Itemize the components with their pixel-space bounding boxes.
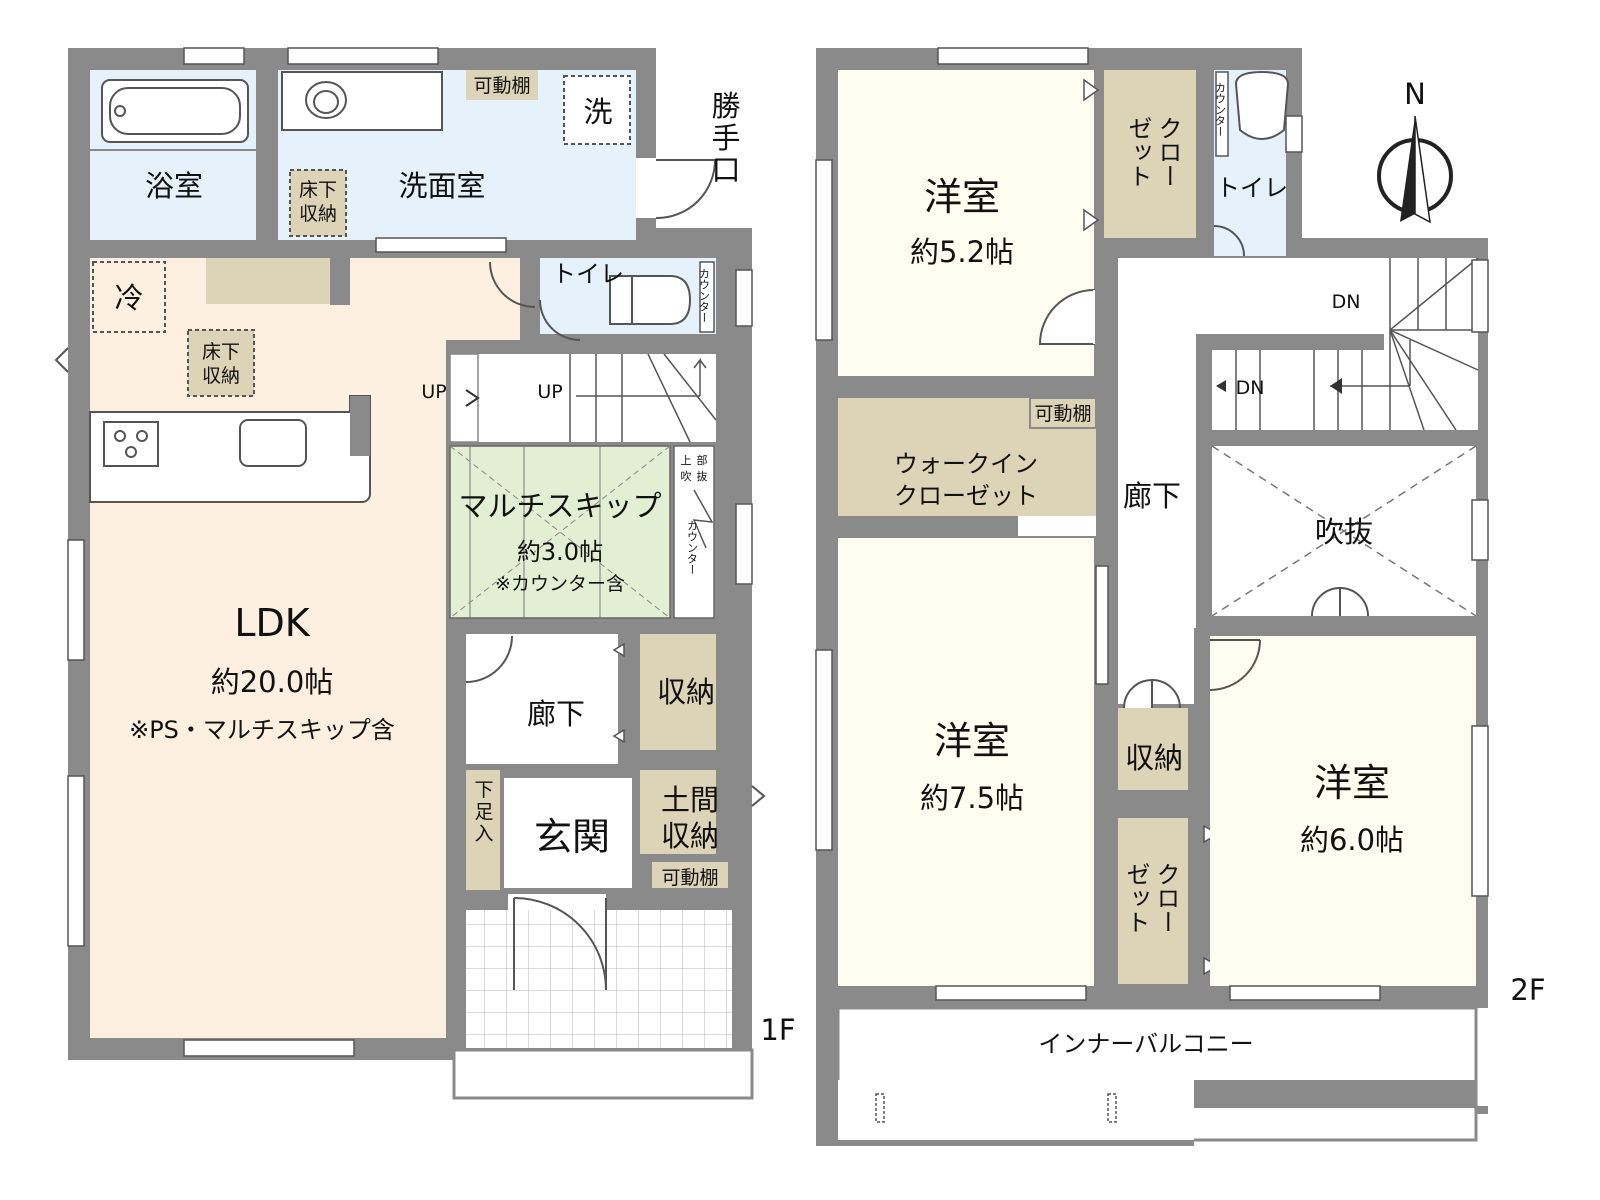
counter-small-1f-label: カウンター xyxy=(698,268,711,323)
stair-2f[interactable] xyxy=(1212,257,1479,431)
toilet-2f-icon xyxy=(1234,70,1290,140)
floor-1-label: 1F xyxy=(760,1013,795,1047)
back-door[interactable] xyxy=(655,159,717,220)
movable-shelf-top-label: 可動棚 xyxy=(473,75,530,97)
ldk-label: LDK xyxy=(234,601,310,645)
counter-vertical-label: カウンター xyxy=(686,520,699,575)
pantry-shelf xyxy=(206,258,330,304)
room2-size-label: 約7.5帖 xyxy=(920,781,1024,815)
storage-2f[interactable] xyxy=(1118,708,1188,790)
windows-2f xyxy=(815,47,1489,1001)
multi-skip-label: マルチスキップ xyxy=(458,489,661,523)
shoe-label-3: 入 xyxy=(474,823,493,845)
underfloor-2-label-b: 収納 xyxy=(202,365,240,387)
movable-shelf-bottom[interactable] xyxy=(652,862,728,888)
western-room-3[interactable] xyxy=(1210,636,1476,986)
ldk-size-label: 約20.0帖 xyxy=(211,665,334,699)
hall-1f[interactable] xyxy=(466,634,618,764)
shoe-label-1: 下 xyxy=(474,779,493,801)
fridge-label: 冷 xyxy=(114,281,143,315)
storage-2f-label: 収納 xyxy=(1125,741,1183,775)
storage-1f-label: 収納 xyxy=(657,675,715,709)
movable-shelf-top[interactable] xyxy=(466,70,538,100)
closet-2[interactable] xyxy=(1118,818,1188,984)
floor-1 xyxy=(54,47,766,1100)
fridge-space xyxy=(92,261,166,333)
closet1-label-a: クロー xyxy=(1154,116,1182,188)
underfloor-2-label-a: 床下 xyxy=(202,341,240,363)
stair-1f[interactable] xyxy=(450,354,716,442)
earth-floor-storage[interactable] xyxy=(640,770,716,854)
void-above-3: 吹 xyxy=(681,470,692,483)
floor-2-label: 2F xyxy=(1510,973,1545,1007)
washer-label: 洗 xyxy=(583,95,612,129)
shoe-storage[interactable] xyxy=(466,770,500,890)
western-room-2[interactable] xyxy=(838,538,1094,986)
earth-storage-label-2: 収納 xyxy=(661,819,719,853)
back-door-label-1: 勝 xyxy=(711,89,740,123)
back-door-label-3: 口 xyxy=(711,153,740,187)
kitchen-sink-icon xyxy=(239,419,307,467)
multi-skip-size-label: 約3.0帖 xyxy=(517,538,603,566)
void-above-1: 上 xyxy=(681,454,692,467)
entrance-tile-floor xyxy=(466,910,732,1048)
compass-icon xyxy=(1377,115,1453,224)
bath-label: 浴室 xyxy=(145,169,203,203)
dn-top-label: DN xyxy=(1332,291,1361,313)
compass-label: N xyxy=(1404,77,1426,111)
bathtub-icon xyxy=(101,79,249,143)
labels: 浴室 洗面室 可動棚 洗 勝 手 口 床下 収納 冷 床下 収納 トイレ カウン… xyxy=(114,75,1545,1058)
wic-label-a: ウォークイン xyxy=(894,450,1038,478)
closet-1[interactable] xyxy=(1104,70,1196,238)
washer-space xyxy=(563,75,631,145)
up-stair-label: UP xyxy=(537,381,562,403)
upper-void-counter xyxy=(673,445,715,619)
toilet-2f-label: トイレ xyxy=(1216,174,1288,202)
back-door-label-2: 手 xyxy=(711,121,740,155)
floor-2 xyxy=(815,47,1489,1146)
closet2-label-b: ゼット xyxy=(1122,862,1150,934)
movable-shelf-bottom-label: 可動棚 xyxy=(661,867,718,889)
underfloor-storage-1[interactable] xyxy=(289,169,347,237)
entrance[interactable] xyxy=(504,778,632,888)
earth-storage-label-1: 土間 xyxy=(661,783,719,817)
room3-size-label: 約6.0帖 xyxy=(1300,823,1404,857)
entrance-porch xyxy=(452,1048,754,1100)
void-label: 吹抜 xyxy=(1315,515,1373,549)
entrance-label: 玄関 xyxy=(534,815,610,859)
void-above-4: 抜 xyxy=(697,469,708,483)
storage-1f[interactable] xyxy=(640,634,716,750)
room1-label: 洋室 xyxy=(924,175,1000,219)
underfloor-storage-2[interactable] xyxy=(187,329,255,397)
movable-shelf-2f-label: 可動棚 xyxy=(1034,403,1091,425)
shoe-label-2: 足 xyxy=(474,801,493,823)
underfloor-1-label-a: 床下 xyxy=(299,179,337,201)
room2-label: 洋室 xyxy=(934,719,1010,763)
up-left-label: UP xyxy=(421,381,446,403)
room3-label: 洋室 xyxy=(1314,761,1390,805)
closet1-label-b: ゼット xyxy=(1124,116,1152,188)
windows-1f xyxy=(67,47,753,1057)
void-above-2: 部 xyxy=(697,453,708,467)
ldk-note-label: ※PS・マルチスキップ含 xyxy=(129,716,395,744)
room1-size-label: 約5.2帖 xyxy=(910,235,1014,269)
hall-1f-label: 廊下 xyxy=(527,697,585,731)
closet2-label-a: クロー xyxy=(1152,862,1180,934)
vanity xyxy=(281,71,443,131)
toilet-icon xyxy=(631,275,692,325)
balcony-label: インナーバルコニー xyxy=(1038,1030,1253,1058)
front-door[interactable] xyxy=(513,897,607,991)
underfloor-1-label-b: 収納 xyxy=(299,203,337,225)
movable-shelf-2f[interactable] xyxy=(1029,397,1097,429)
multi-skip-note-label: ※カウンター含 xyxy=(495,573,625,595)
washroom-label: 洗面室 xyxy=(398,169,485,203)
wic-label-b: クローゼット xyxy=(894,482,1038,510)
toilet-1f-label: トイレ xyxy=(552,260,624,288)
counter-small-2f-label: カウンター xyxy=(1214,82,1227,137)
dn-mid-left-label: DN xyxy=(1236,377,1265,399)
hall-2f-label: 廊下 xyxy=(1123,479,1181,513)
stove-icon xyxy=(103,421,159,467)
